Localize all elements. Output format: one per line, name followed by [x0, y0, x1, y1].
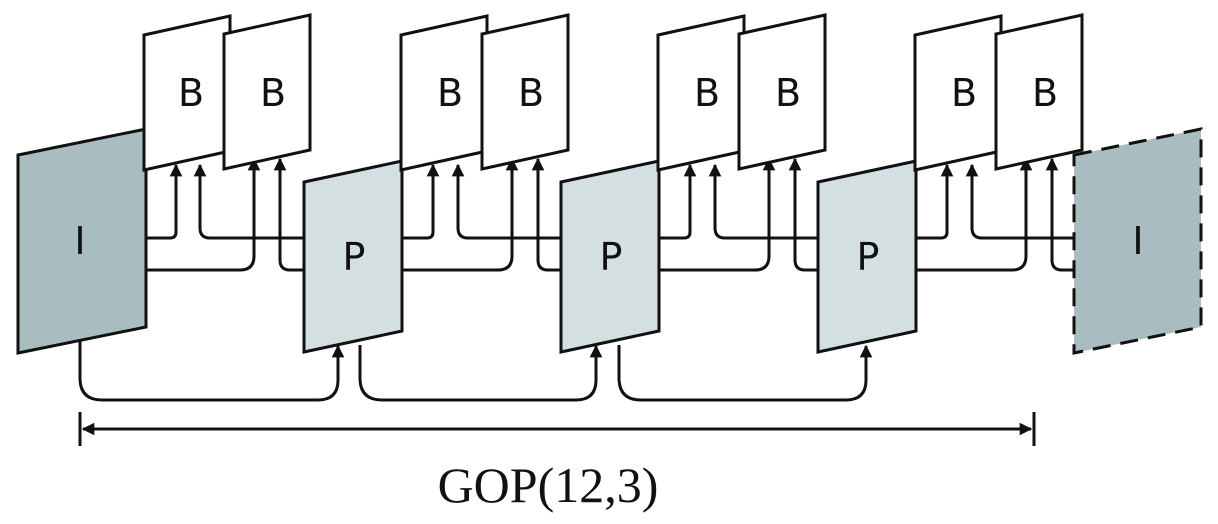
frame-label: B [694, 71, 720, 115]
frame-label: P [857, 235, 880, 279]
frame-label: P [343, 235, 366, 279]
frame-b-11: B [994, 13, 1084, 171]
frame-p-3: P [302, 159, 404, 354]
arrow-p2-to-p3 [617, 344, 873, 402]
arrow-i2-to-b8 [1045, 157, 1074, 272]
arrow-p1-to-b1 [193, 163, 304, 240]
arrow-i-to-b1 [146, 163, 183, 240]
arrow-p2-to-b5 [659, 163, 697, 240]
frame-label: B [1032, 71, 1058, 115]
gop-caption: GOP(12,3) [438, 457, 659, 513]
arrow-p2-to-b3 [451, 163, 561, 240]
arrow-p1-to-b3 [402, 163, 440, 240]
arrow-p3-to-b6 [788, 157, 818, 272]
frame-label: I [74, 219, 85, 263]
frame-b-8: B [737, 13, 827, 171]
frame-label: B [437, 71, 463, 115]
frame-b-7: B [656, 14, 746, 172]
frame-i-0: I [16, 127, 148, 355]
frame-label: P [600, 235, 623, 279]
frame-b-2: B [222, 13, 312, 171]
frame-label: B [951, 71, 977, 115]
arrow-p3-to-b8 [916, 157, 1033, 272]
frame-p-6: P [559, 159, 661, 354]
frame-b-4: B [399, 14, 489, 172]
reference-arrows [78, 157, 1074, 446]
arrow-i-to-b2 [146, 157, 261, 272]
arrow-p1-to-b4 [402, 157, 519, 272]
frame-label: B [260, 71, 286, 115]
arrow-p2-to-b6 [659, 157, 776, 272]
frame-label: I [1132, 219, 1143, 263]
frame-i-12-next-gop: I [1072, 127, 1203, 355]
frame-label: B [775, 71, 801, 115]
frame-b-5: B [480, 13, 570, 171]
arrow-p3-to-b5 [708, 163, 818, 240]
arrow-p1-to-b2 [273, 157, 304, 272]
arrow-i2-to-b7 [965, 163, 1074, 240]
frame-label: B [518, 71, 544, 115]
frame-b-10: B [913, 14, 1003, 172]
frame-b-1: B [142, 14, 232, 172]
frame-p-9: P [816, 159, 918, 354]
frames: I B B P B B P B [16, 13, 1203, 355]
arrow-p3-to-b7 [916, 163, 954, 240]
arrow-p1-to-p2 [358, 344, 603, 402]
arrow-i-to-p1 [78, 340, 345, 402]
arrow-p2-to-b4 [531, 157, 561, 272]
frame-label: B [178, 71, 204, 115]
